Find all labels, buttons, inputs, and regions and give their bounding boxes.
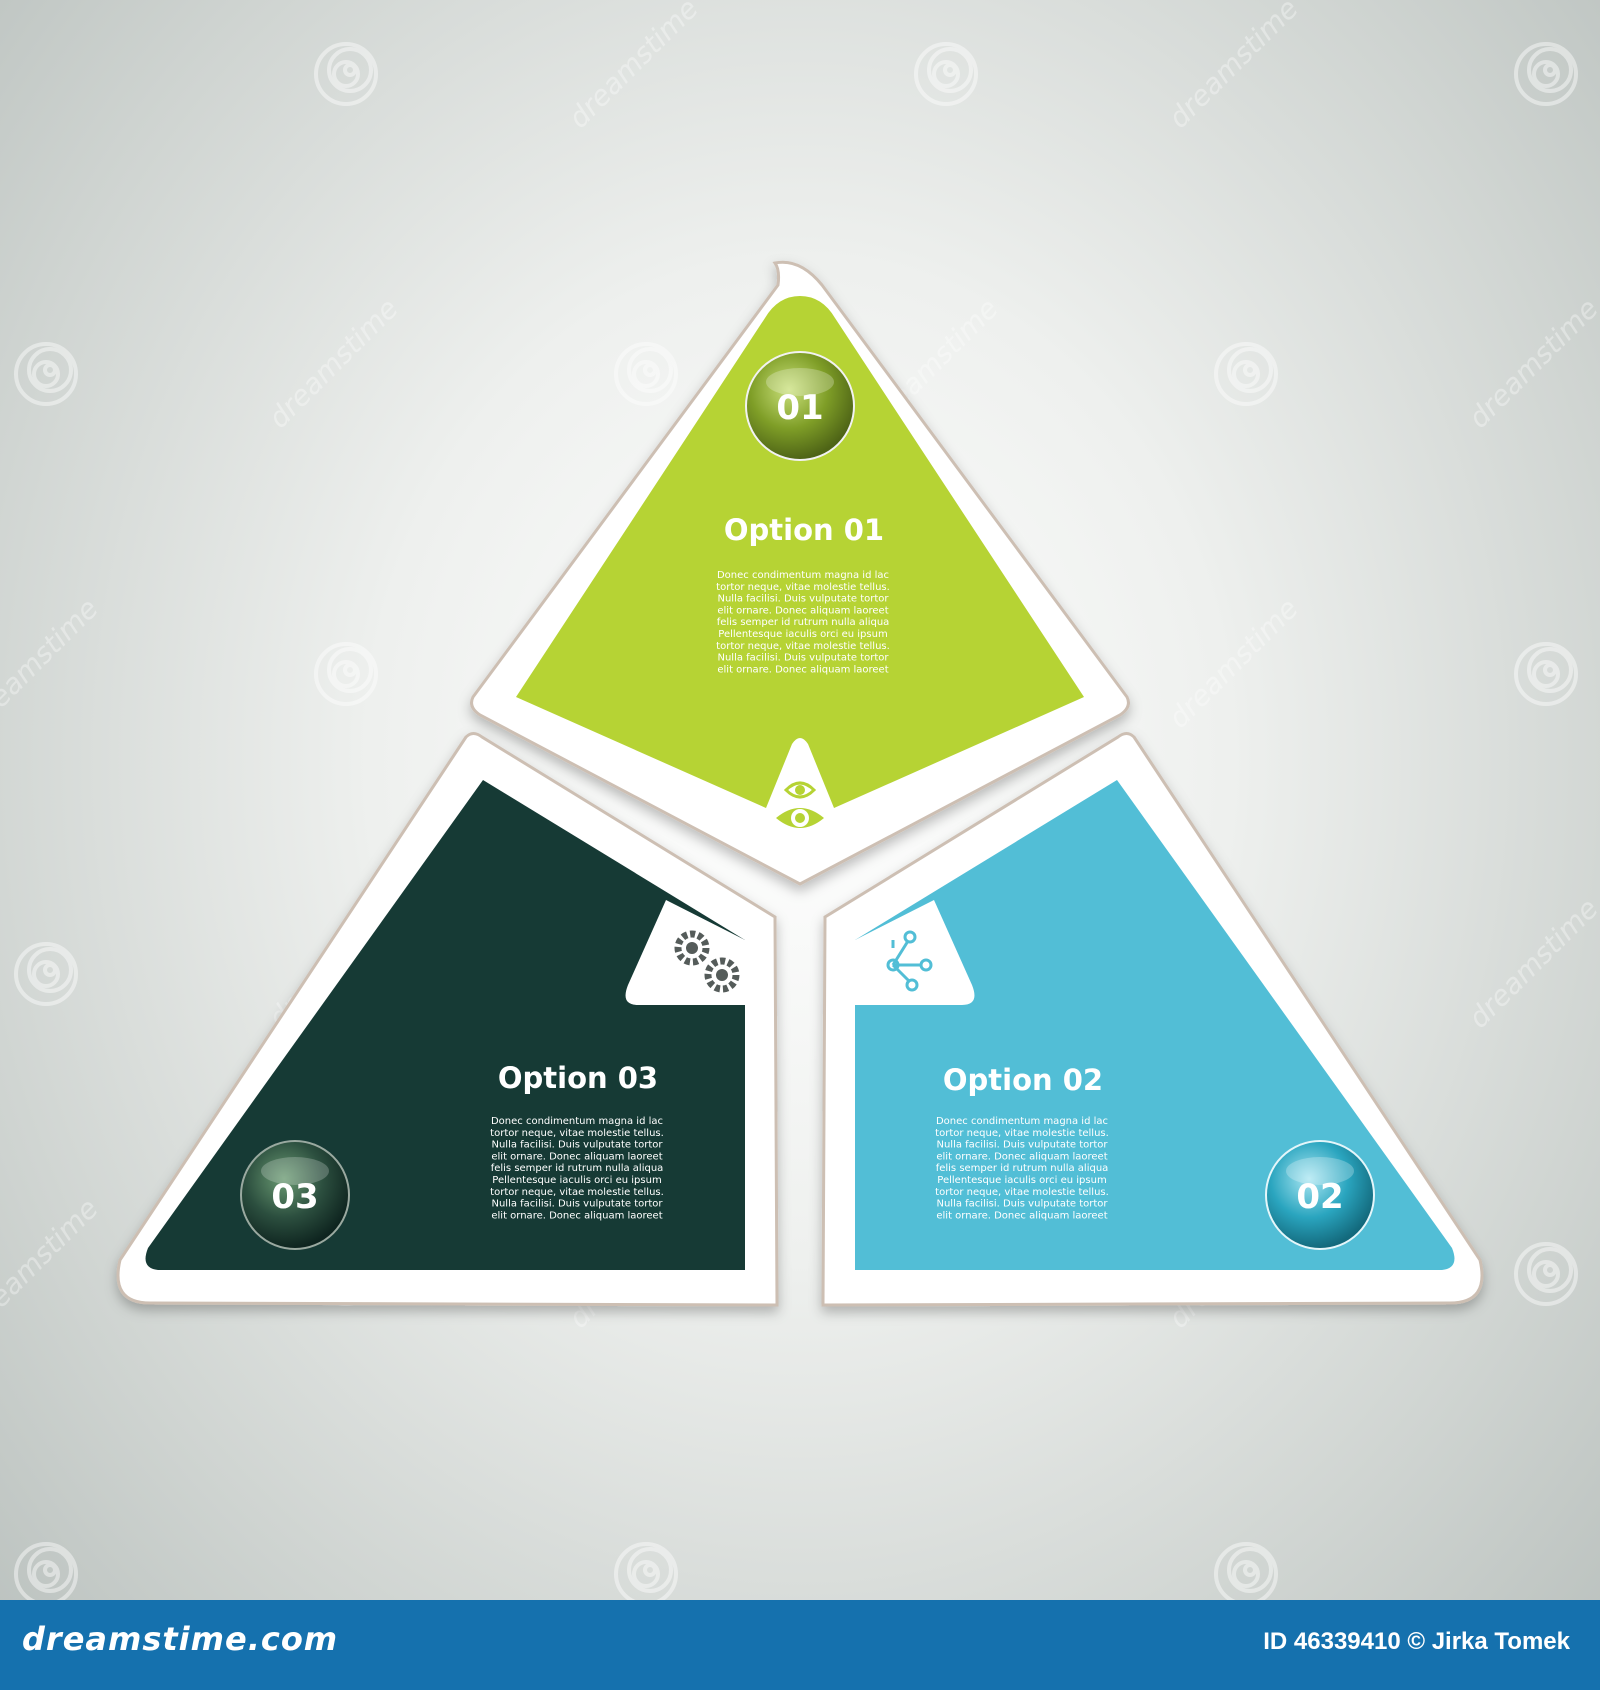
segment-01-icon-tab	[766, 738, 834, 808]
segment-02-icon-tab	[855, 900, 975, 1005]
watermark-text: dreamstime	[1462, 892, 1600, 1035]
share-icon	[886, 930, 933, 992]
watermark-spiral-icon	[314, 42, 378, 106]
watermark-text: dreamstime	[0, 592, 105, 735]
body-text-line: elit ornare. Donec aliquam laoreet	[717, 664, 888, 675]
segment-01-panel	[516, 296, 1084, 808]
body-text-line: Pellentesque iaculis orci eu ipsum	[937, 1175, 1106, 1186]
segment-01-title: Option 01	[724, 513, 884, 547]
watermark-text: dreamstime	[262, 292, 405, 435]
body-text-line: elit ornare. Donec aliquam laoreet	[717, 605, 888, 616]
body-text-line: felis semper id rutrum nulla aliqua	[717, 617, 890, 628]
watermark-spiral-icon	[14, 342, 78, 406]
watermark-text: dreamstime	[1462, 292, 1600, 435]
body-text-line: elit ornare. Donec aliquam laoreet	[936, 1210, 1107, 1221]
segment-03-icon-tab	[625, 900, 745, 1005]
body-text-line: elit ornare. Donec aliquam laoreet	[491, 1210, 662, 1221]
watermark-spiral-icon	[1514, 42, 1578, 106]
watermark-text: dreamstime	[1162, 592, 1305, 735]
segment-02: 02 Option 02 Donec condimentum magna id …	[821, 732, 1484, 1307]
body-text-line: Donec condimentum magna id lac	[717, 570, 889, 581]
body-text-line: Pellentesque iaculis orci eu ipsum	[718, 629, 887, 640]
body-text-line: Donec condimentum magna id lac	[936, 1116, 1108, 1127]
body-text-line: tortor neque, vitae molestie tellus.	[935, 1187, 1109, 1198]
body-text-line: tortor neque, vitae molestie tellus.	[716, 641, 890, 652]
body-text-line: tortor neque, vitae molestie tellus.	[716, 582, 890, 593]
badge-02: 02	[1265, 1140, 1375, 1250]
body-text-line: elit ornare. Donec aliquam laoreet	[936, 1151, 1107, 1162]
body-text-line: Nulla facilisi. Duis vulputate tortor	[717, 653, 889, 664]
badge-02-label: 02	[1296, 1177, 1343, 1217]
badge-03: 03	[240, 1140, 350, 1250]
body-text-line: tortor neque, vitae molestie tellus.	[490, 1187, 664, 1198]
watermark-spiral-icon	[1514, 642, 1578, 706]
body-text-line: tortor neque, vitae molestie tellus.	[490, 1128, 664, 1139]
footer-image-credit: ID 46339410 © Jirka Tomek	[1263, 1628, 1570, 1655]
body-text-line: Pellentesque iaculis orci eu ipsum	[492, 1175, 661, 1186]
body-text-line: tortor neque, vitae molestie tellus.	[935, 1128, 1109, 1139]
body-text-line: Nulla facilisi. Duis vulputate tortor	[936, 1140, 1108, 1151]
segment-02-title: Option 02	[943, 1063, 1103, 1097]
body-text-line: Nulla facilisi. Duis vulputate tortor	[936, 1199, 1108, 1210]
gears-icon	[674, 930, 740, 993]
eye-icon	[776, 781, 824, 828]
badge-01-label: 01	[776, 388, 823, 428]
watermark-spiral-icon	[614, 342, 678, 406]
watermark-spiral-icon	[14, 1542, 78, 1606]
body-text-line: Donec condimentum magna id lac	[491, 1116, 663, 1127]
footer-bar: dreamstime.com ID 46339410 © Jirka Tomek	[0, 1600, 1600, 1690]
watermark-spiral-icon	[614, 1542, 678, 1606]
watermark-spiral-icon	[1514, 1242, 1578, 1306]
watermark-spiral-icon	[1214, 1542, 1278, 1606]
watermark-spiral-icon	[14, 942, 78, 1006]
watermark-text: dreamstime	[0, 1192, 105, 1335]
body-text-line: felis semper id rutrum nulla aliqua	[491, 1163, 664, 1174]
segment-03: 03 Option 03 Donec condimentum magna id …	[116, 732, 779, 1307]
body-text-line: Nulla facilisi. Duis vulputate tortor	[717, 594, 889, 605]
body-text-line: Nulla facilisi. Duis vulputate tortor	[491, 1199, 663, 1210]
body-text-line: Nulla facilisi. Duis vulputate tortor	[491, 1140, 663, 1151]
body-text-line: felis semper id rutrum nulla aliqua	[936, 1163, 1109, 1174]
watermark-text: dreamstime	[562, 0, 705, 135]
watermark-spiral-icon	[914, 42, 978, 106]
segment-03-title: Option 03	[498, 1061, 658, 1095]
badge-03-label: 03	[271, 1177, 318, 1217]
segment-01: 01 Option 01 Donec condimentum magna id …	[470, 260, 1130, 886]
footer-site-logo[interactable]: dreamstime.com	[22, 1620, 339, 1658]
triangle-diagram: dreamstime dreamstime dreamstime dreamstime…	[0, 0, 1600, 1606]
body-text-line: elit ornare. Donec aliquam laoreet	[491, 1151, 662, 1162]
watermark-spiral-icon	[314, 642, 378, 706]
badge-01: 01	[745, 351, 855, 461]
watermark-text: dreamstime	[1162, 0, 1305, 135]
watermark-spiral-icon	[1214, 342, 1278, 406]
